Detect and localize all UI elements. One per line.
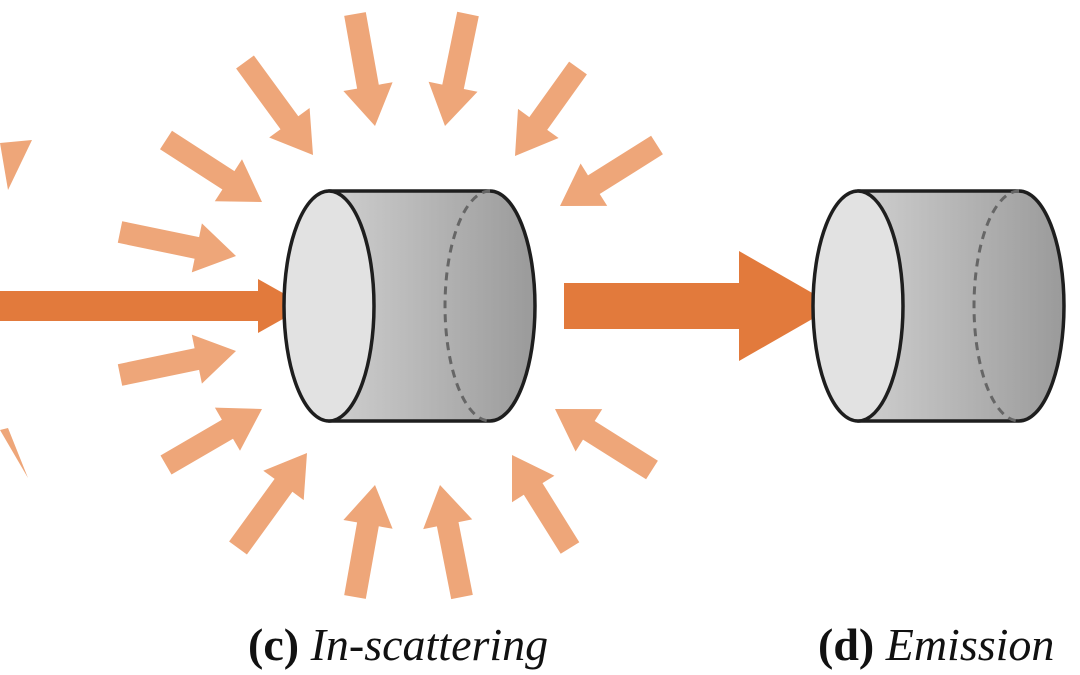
cylinder-front-face [811, 189, 905, 423]
in-scatter-arrow [117, 221, 236, 273]
caption-emission: (d) Emission [818, 622, 1054, 668]
partial-arrow-top [0, 140, 32, 190]
in-scatter-arrow [160, 130, 262, 202]
main-arrow-d [564, 251, 835, 361]
in-scatter-arrow [229, 453, 307, 555]
in-scattering-arrows [117, 11, 663, 600]
in-scatter-arrow [428, 11, 479, 126]
in-scatter-arrow [343, 12, 393, 127]
caption-in-scattering: (c) In-scattering [248, 622, 548, 668]
caption-title: Emission [885, 619, 1055, 670]
cylinder-body [327, 189, 537, 423]
caption-label: (d) [818, 619, 875, 670]
in-scatter-arrow [560, 135, 663, 206]
in-scatter-arrow [236, 55, 313, 155]
main-arrow-head [739, 251, 835, 361]
in-scatter-arrow [515, 61, 587, 156]
main-arrow-c [0, 279, 306, 333]
partial-arrow-bottom [0, 428, 28, 478]
main-arrow-shaft [0, 291, 262, 321]
in-scatter-arrow [512, 455, 580, 554]
caption-title: In-scattering [310, 619, 549, 670]
cylinder-front-face [282, 189, 376, 423]
main-arrow-shaft [564, 283, 746, 329]
partial-arrows-left-edge [0, 140, 32, 478]
in-scatter-arrow [555, 409, 658, 480]
main-arrow-head [258, 279, 306, 333]
hidden-back-edge [972, 189, 1020, 423]
hidden-back-edge [443, 189, 491, 423]
in-scatter-arrow [160, 407, 262, 475]
cylinder-body [856, 189, 1066, 423]
in-scatter-arrow [117, 334, 236, 386]
in-scatter-arrow [343, 485, 393, 599]
cylinder-c [282, 189, 537, 423]
cylinder-d [811, 189, 1066, 423]
in-scatter-arrow [423, 485, 473, 600]
caption-label: (c) [248, 619, 300, 670]
